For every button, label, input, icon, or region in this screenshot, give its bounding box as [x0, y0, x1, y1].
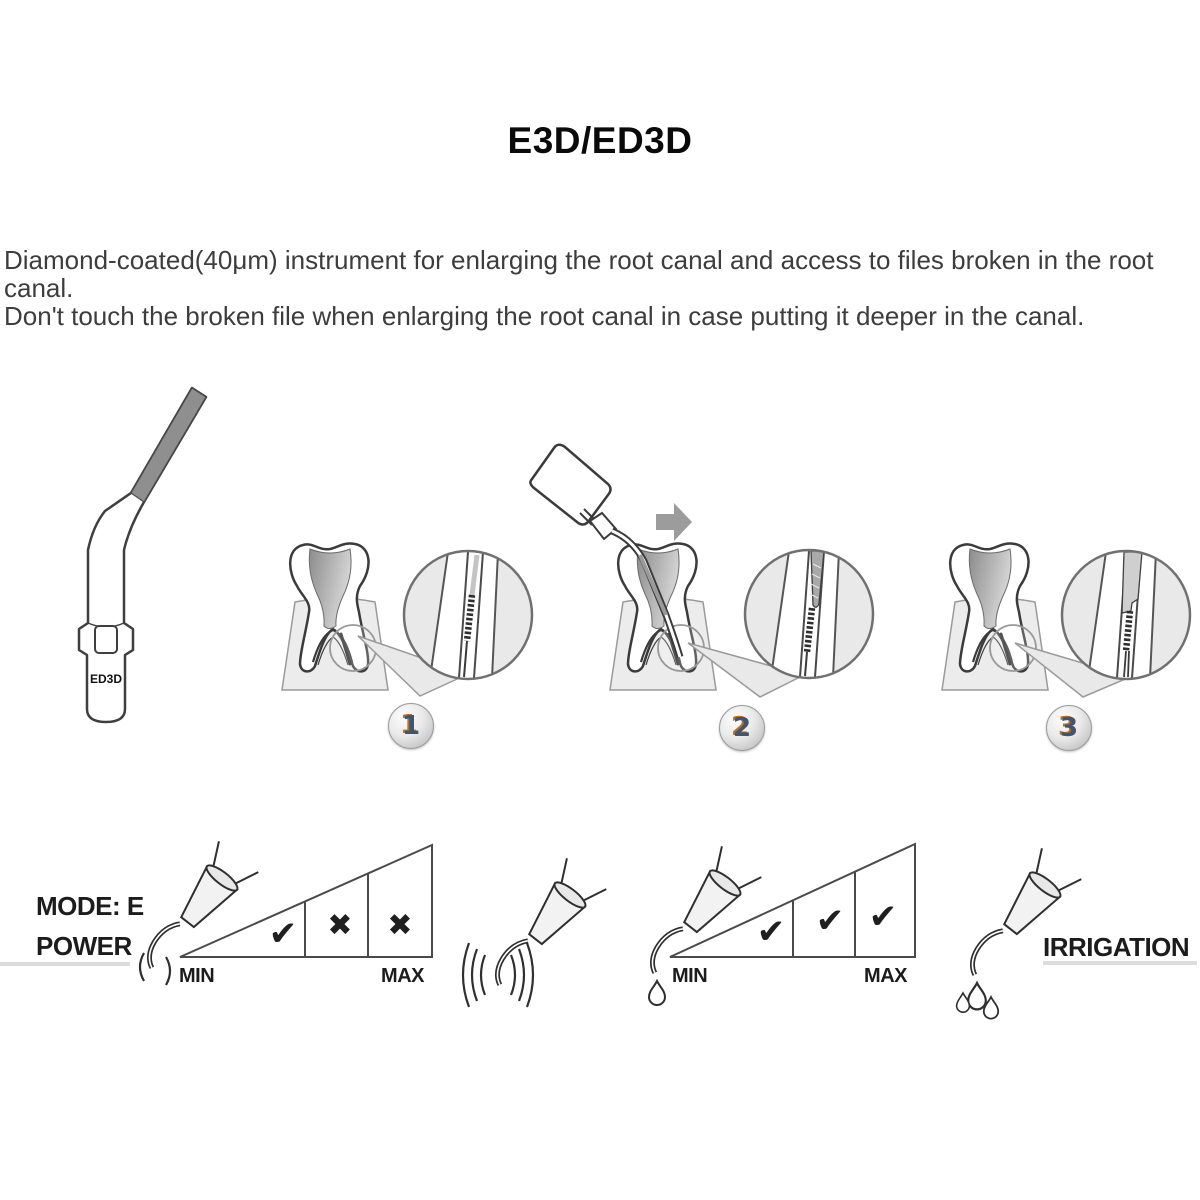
- power-max-label: MAX: [381, 965, 425, 987]
- power-underline: [0, 962, 130, 966]
- power-label: POWER: [36, 931, 132, 961]
- magnifier-step3: [1060, 549, 1192, 681]
- step-number: 3: [1059, 713, 1079, 743]
- description: Diamond-coated(40μm) instrument for enla…: [4, 246, 1196, 330]
- broken-file-detail: [1122, 610, 1134, 652]
- magnifier-step1: [402, 549, 534, 681]
- water-drop-icon: [648, 980, 666, 1006]
- water-drop-icon: [955, 992, 971, 1014]
- step-number: 1: [401, 711, 421, 741]
- irrigation-underline: [1043, 961, 1197, 965]
- step-badge-1: 1: [388, 703, 434, 749]
- power-min-label: MIN: [179, 965, 214, 987]
- magnifier-step2: [743, 548, 875, 680]
- tooth-with-broken-file: [940, 542, 1050, 692]
- scaler-tip-icon-max: [955, 848, 1081, 990]
- irrigation-scale-diagram: ✔ ✔ ✔ MIN MAX: [630, 842, 1070, 1020]
- scaler-tip-icon-max: [480, 858, 606, 1000]
- diamond-coating: [130, 387, 207, 503]
- mode-label: MODE: E: [36, 891, 144, 921]
- irrigation-mark-1: ✔: [757, 912, 786, 952]
- tooth-with-broken-file: [280, 542, 390, 692]
- vibration-large-icon: [461, 942, 535, 1008]
- water-drop-icon: [967, 981, 987, 1011]
- vibration-small-icon: [138, 952, 172, 986]
- step-badge-2: 2: [719, 705, 765, 751]
- description-line-2: Don't touch the broken file when enlargi…: [4, 301, 1085, 331]
- step-2-illustration: [529, 443, 875, 698]
- direction-arrow: [656, 503, 692, 541]
- broken-file-detail: [463, 594, 476, 642]
- instrument-drawing: ED3D: [77, 386, 208, 724]
- step-badge-3: 3: [1046, 705, 1092, 751]
- irrigation-mark-3: ✔: [869, 897, 898, 937]
- irrigation-mark-2: ✔: [816, 901, 845, 941]
- step-1-illustration: [280, 542, 534, 697]
- power-mark-3: ✖: [387, 908, 412, 943]
- enlarged-canal-detail: [1121, 552, 1143, 614]
- description-line-1: Diamond-coated(40μm) instrument for enla…: [4, 245, 1154, 303]
- scaler-tip-icon-min: [132, 841, 258, 983]
- irrigation-min-label: MIN: [672, 965, 707, 987]
- step-3-illustration: [940, 542, 1192, 698]
- power-mark-1: ✔: [269, 914, 298, 954]
- power-scale-diagram: ✔ ✖ ✖ MIN MAX: [130, 835, 590, 1008]
- irrigation-max-label: MAX: [864, 965, 908, 987]
- page-title: E3D/ED3D: [507, 120, 693, 161]
- power-mark-2: ✖: [327, 908, 352, 943]
- step-number: 2: [732, 713, 752, 743]
- handpiece: [529, 443, 612, 526]
- instrument-label: ED3D: [90, 672, 122, 686]
- irrigation-label: IRRIGATION: [1043, 932, 1190, 962]
